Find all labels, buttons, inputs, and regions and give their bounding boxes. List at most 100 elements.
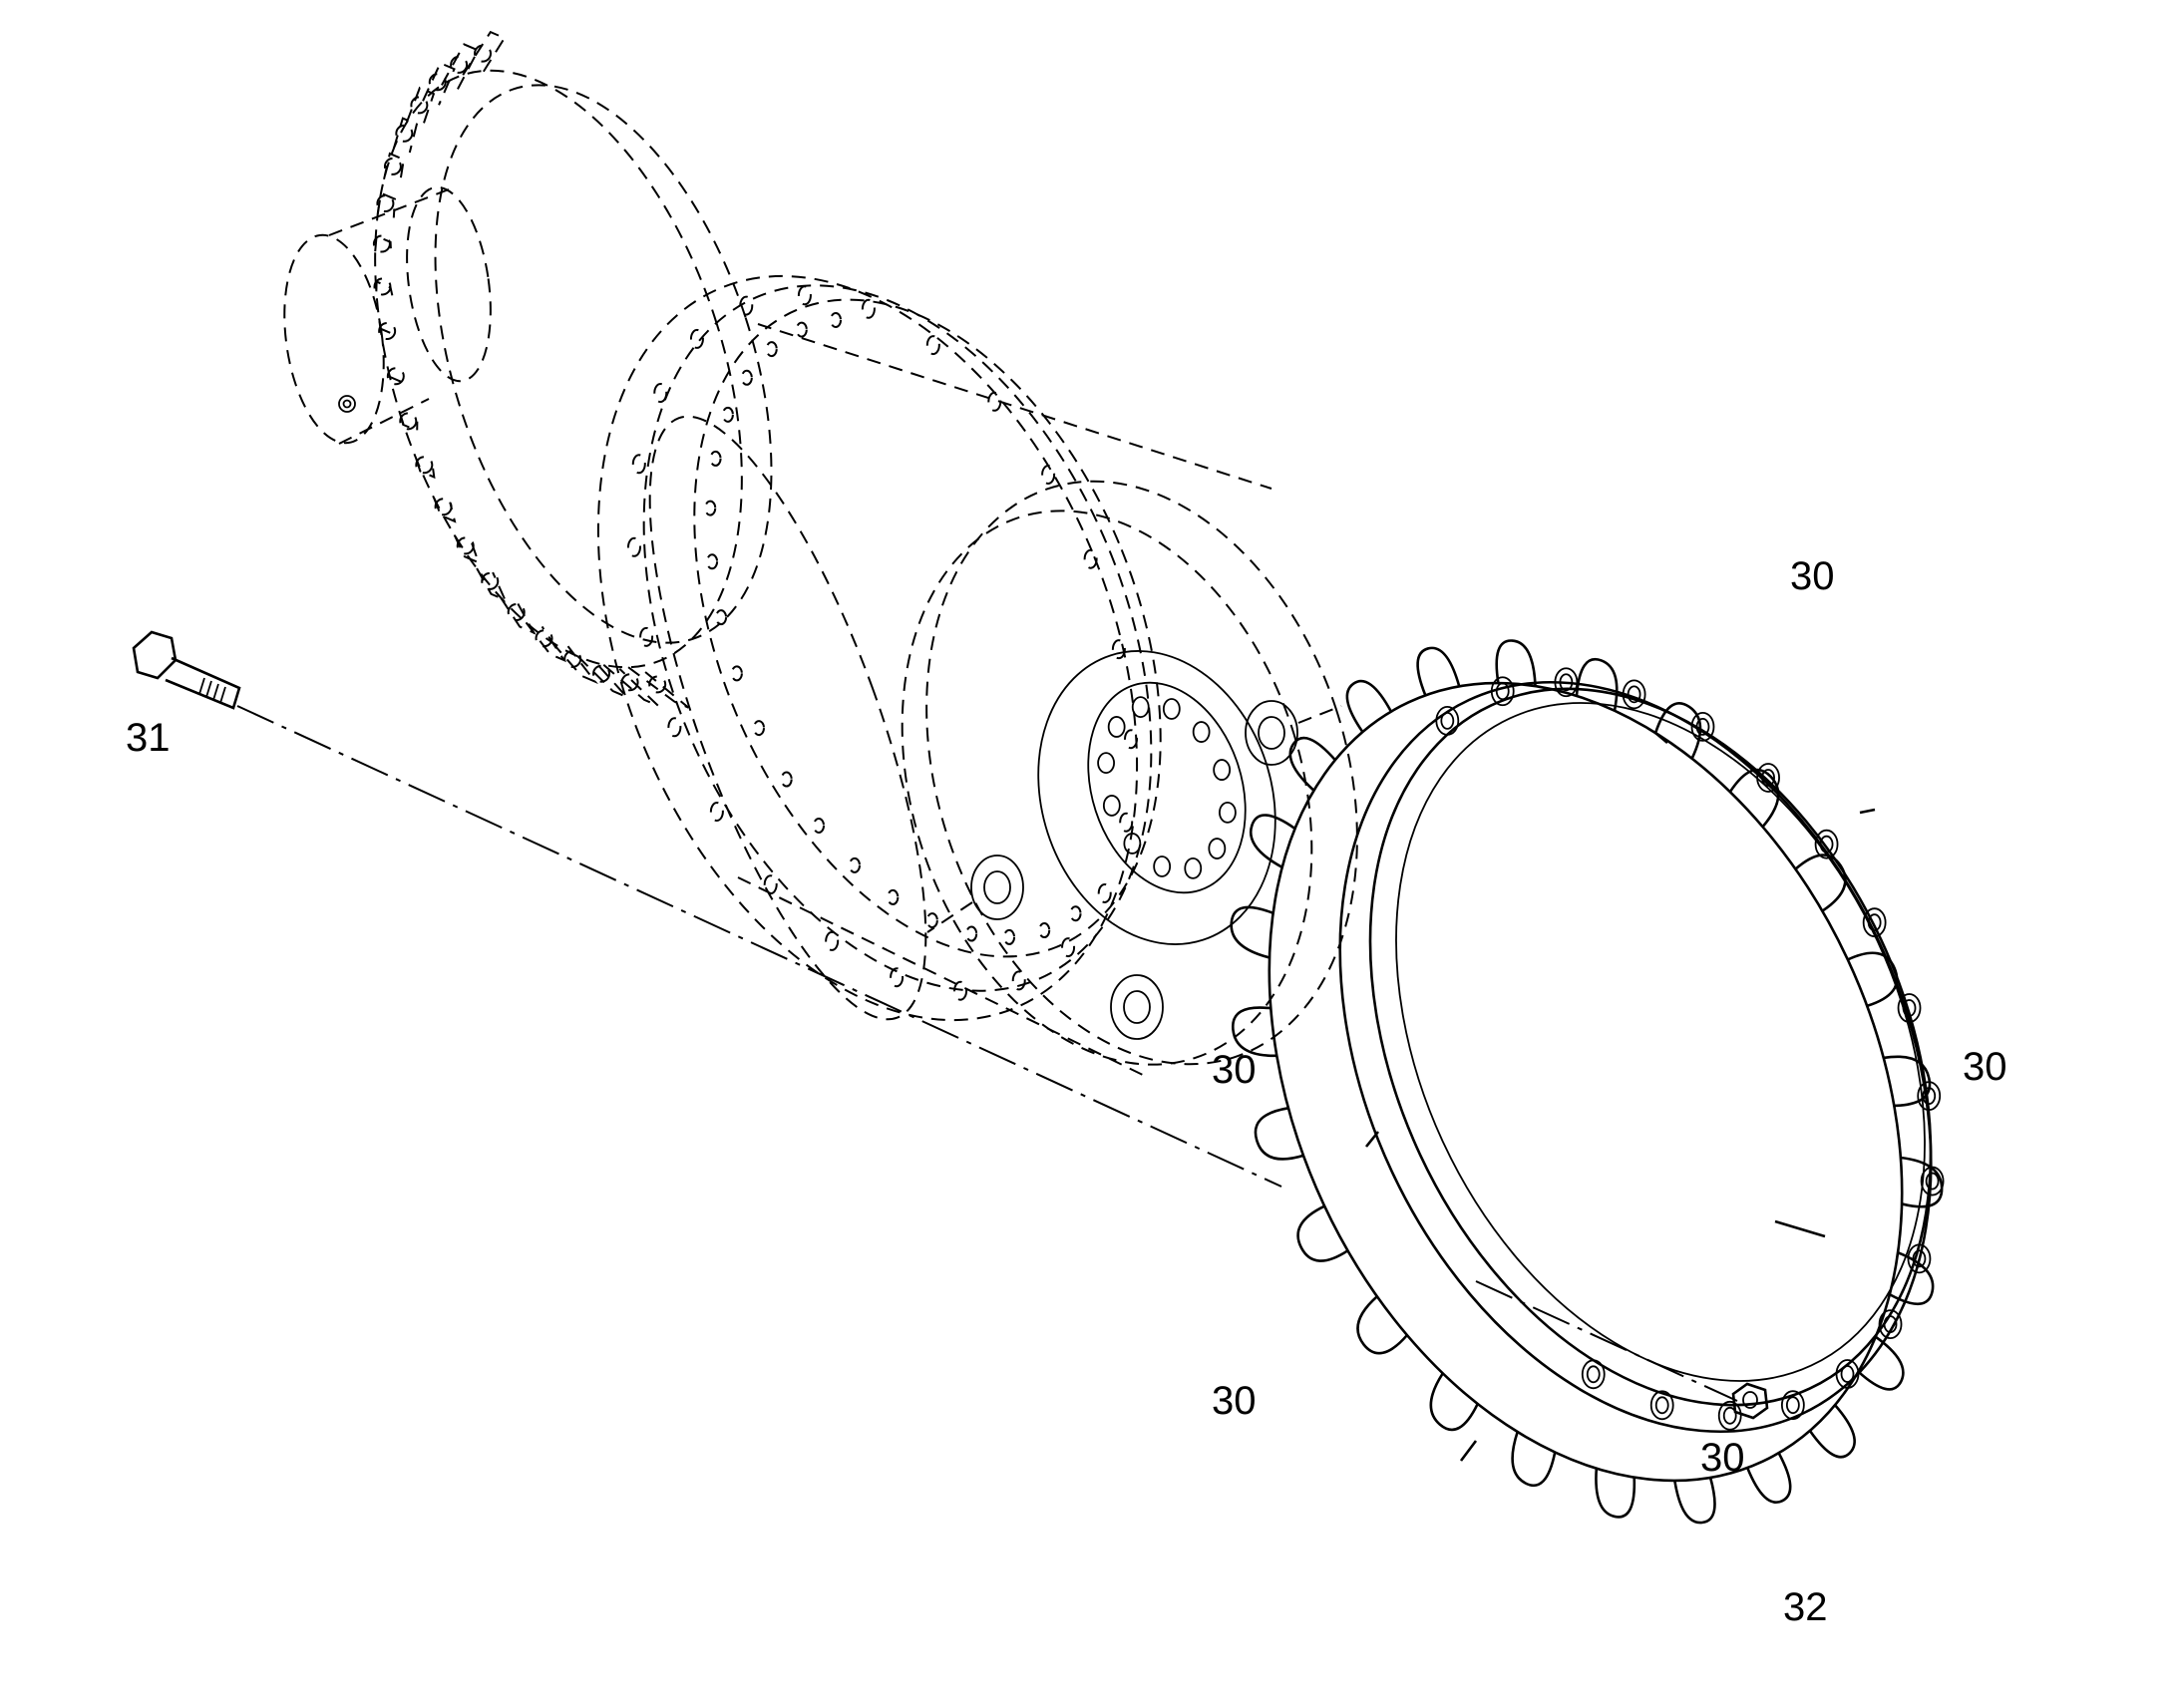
sprocket-segment-ring (1230, 639, 1945, 1525)
cover-bolt-icon (1208, 838, 1227, 859)
sprocket-tooth (1345, 679, 1393, 733)
flange-hole (1011, 970, 1026, 991)
flange-hole (753, 720, 766, 737)
flange-hole (965, 925, 978, 942)
sprocket-teeth (1230, 639, 1944, 1525)
segment-bolt-hole (1780, 1390, 1805, 1421)
sprocket-tooth (1808, 1404, 1856, 1459)
segment-bolt-hole (1622, 679, 1646, 710)
cover-bolt-icon (1192, 721, 1211, 743)
gear-tooth (373, 277, 394, 296)
sprocket-tooth (1495, 639, 1537, 687)
flange-hole (1119, 812, 1134, 833)
segment-bolt-hole (1649, 1390, 1674, 1421)
nut-part-32 (1731, 1382, 1769, 1420)
sprocket-tooth (1249, 814, 1296, 868)
gear-tooth (383, 152, 405, 183)
gear-tooth (372, 234, 393, 256)
flange-hole (925, 912, 938, 929)
cover-bolt-icon (1107, 716, 1126, 738)
sprocket-tooth (1883, 1055, 1932, 1108)
segment-bolt-hole (1907, 1243, 1932, 1274)
gear-tooth (462, 30, 507, 80)
flange-hole (740, 369, 753, 386)
set-screw-icon (338, 395, 356, 413)
flange-hole (667, 717, 682, 738)
sprocket-tooth (1296, 1204, 1349, 1262)
flange-hole (1083, 548, 1098, 569)
flange-hole (1038, 922, 1051, 939)
cover-bolt-icon (1213, 759, 1232, 781)
flange-hole (795, 321, 808, 338)
flange-hole (715, 609, 728, 626)
segment-bolt-hole (1435, 705, 1460, 736)
gear-tooth (415, 456, 436, 480)
gear-tooth (378, 321, 398, 340)
bolt-part-31 (132, 630, 241, 710)
ring-gear-teeth (372, 30, 689, 709)
sprocket-tooth (1511, 1431, 1557, 1488)
callout-segment-30-lower-right: 30 (1700, 1436, 1745, 1480)
segment-bolt-hole (1814, 829, 1839, 859)
flange-hole (825, 930, 840, 951)
flange-hole (704, 500, 717, 516)
callout-segment-30-lower-left: 30 (1212, 1379, 1257, 1423)
gear-tooth (627, 666, 689, 709)
flange-hole (639, 626, 654, 647)
sprocket-tooth (1429, 1372, 1479, 1432)
callout-segment-30-left: 30 (1212, 1048, 1257, 1092)
flange-hole (953, 980, 968, 1001)
callout-segment-30-top: 30 (1790, 554, 1835, 598)
gear-tooth (525, 621, 567, 663)
sprocket-tooth (1728, 768, 1780, 829)
segment-bolt-hole (1897, 993, 1922, 1023)
flange-hole (730, 665, 743, 682)
cover-bolt-icon (1102, 795, 1121, 817)
cover-plate-bolts (1097, 696, 1237, 879)
gear-tooth (476, 567, 508, 602)
segment-bolt-hole (1581, 1359, 1606, 1390)
segment-bolt-hole (1917, 1081, 1942, 1112)
gear-tooth (441, 43, 480, 90)
flange-hole (709, 802, 724, 823)
assembly-centerline (236, 705, 1738, 1402)
hub-flange (596, 274, 1162, 1022)
segment-bolt-holes (1435, 667, 1945, 1431)
segment-bolt-hole (1690, 711, 1715, 742)
flange-hole (1111, 639, 1126, 660)
gear-tooth (433, 498, 457, 523)
sprocket-tooth (1288, 736, 1336, 792)
gear-tooth (422, 61, 456, 106)
segment-bolt-hole (1756, 763, 1780, 793)
ring-gear (372, 30, 773, 709)
flange-hole (631, 454, 646, 475)
flange-hole (706, 553, 719, 570)
flange-hole (739, 295, 754, 316)
sprocket-tooth (1794, 854, 1847, 912)
sprocket-tooth (1857, 1335, 1905, 1391)
flange-hole (1124, 729, 1139, 750)
callout-segment-30-right: 30 (1963, 1045, 2007, 1089)
cover-bolt-icon (1219, 801, 1237, 824)
gear-tooth (453, 534, 481, 565)
segment-bolt-hole (1554, 667, 1579, 698)
flange-hole (1061, 937, 1076, 958)
gear-tooth (399, 412, 419, 433)
flange-hole (765, 341, 778, 358)
cover-bolt-icon (1184, 856, 1203, 879)
flange-hole (689, 328, 704, 349)
gear-tooth (550, 641, 598, 685)
callout-bolt-31: 31 (126, 716, 171, 760)
segment-bolt-hole (1920, 1166, 1945, 1196)
cover-bolt-icon (1097, 752, 1115, 775)
plug-screw-icon (1245, 700, 1298, 766)
final-drive-hub (283, 30, 1358, 1078)
sprocket-tooth (1230, 905, 1274, 959)
plug-screw-icon (970, 854, 1024, 920)
flange-hole (626, 536, 641, 557)
sprocket-tooth (1745, 1452, 1792, 1504)
cover-bolt-icon (1153, 855, 1172, 877)
sprocket-tooth (1847, 951, 1899, 1008)
flange-hole (813, 817, 826, 834)
